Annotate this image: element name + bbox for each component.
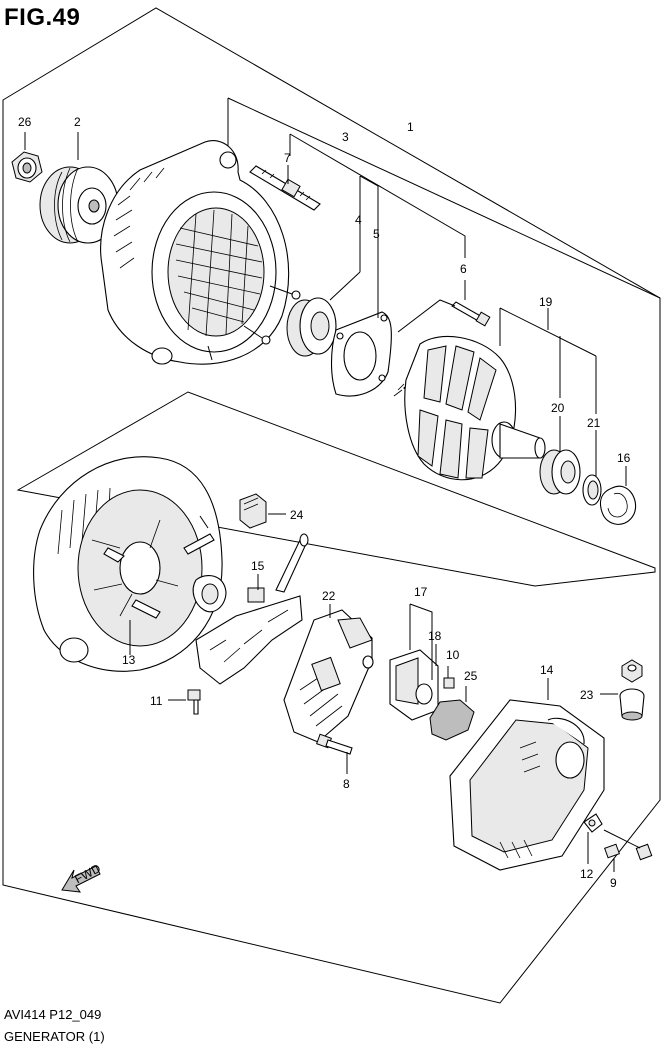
fwd-arrow-icon: FWD [61, 861, 103, 893]
leader-17 [409, 603, 433, 680]
callout-19: 19 [539, 295, 553, 309]
part-12-bracket [583, 813, 603, 833]
callout-25: 25 [464, 669, 478, 683]
fwd-label: FWD [72, 861, 103, 886]
callout-2: 2 [74, 115, 81, 129]
leader-5-group [359, 175, 379, 318]
callout-18: 18 [428, 629, 442, 643]
callout-17: 17 [414, 585, 428, 599]
callout-14: 14 [540, 663, 554, 677]
part-2-pulley [39, 166, 119, 244]
callout-24: 24 [290, 508, 304, 522]
callout-13: 13 [122, 653, 136, 667]
part-23-grommet [619, 659, 645, 721]
part-11-screw [187, 689, 201, 715]
part-25-cover [429, 699, 475, 741]
callout-15: 15 [251, 559, 265, 573]
part-10-screw [443, 677, 455, 689]
part-21-washer [582, 474, 602, 506]
part-9-screw [604, 843, 653, 861]
part-16-ring [599, 485, 636, 525]
part-7-stud-bolt [249, 165, 321, 211]
part-24-cap [239, 493, 267, 529]
callout-8: 8 [343, 777, 350, 791]
callout-20: 20 [551, 401, 565, 415]
callout-16: 16 [617, 451, 631, 465]
figure-title: FIG.49 [4, 4, 81, 31]
part-20-bearing [539, 449, 581, 495]
diagram-name: GENERATOR (1) [4, 1029, 105, 1044]
part-8-screw [316, 733, 353, 755]
leader-9 [603, 829, 641, 872]
part-4-bearing [286, 297, 337, 357]
leader-3 [289, 133, 466, 258]
callout-12: 12 [580, 867, 594, 881]
callout-10: 10 [446, 648, 460, 662]
callout-5: 5 [373, 227, 380, 241]
leader-6-bracket [397, 299, 456, 333]
callout-3: 3 [342, 130, 349, 144]
callout-21: 21 [587, 416, 601, 430]
subassembly-boundary [16, 391, 656, 587]
callout-11: 11 [150, 694, 163, 708]
part-17-brush-holder [389, 649, 439, 721]
callout-22: 22 [322, 589, 336, 603]
part-13-rear-frame [33, 456, 223, 672]
part-26-nut [11, 151, 43, 183]
part-5-retainer-plate [331, 311, 392, 397]
drive-end-frame [100, 140, 301, 365]
part-22-regulator [283, 609, 374, 743]
assembly-boundary [2, 7, 661, 1004]
callout-6: 6 [460, 262, 467, 276]
leader-4b [329, 271, 361, 301]
part-14-rear-cover [449, 699, 605, 871]
callout-1: 1 [407, 120, 414, 134]
callout-26: 26 [18, 115, 32, 129]
leader-19 [499, 307, 597, 414]
part-6-screw [451, 301, 491, 327]
diagram-code: AVI414 P12_049 [4, 1007, 102, 1022]
part-19-rotor [393, 335, 546, 481]
leader-1 [227, 97, 661, 299]
part-15-rectifier [192, 533, 309, 685]
callout-23: 23 [580, 688, 594, 702]
callout-7: 7 [284, 151, 291, 165]
callout-4: 4 [355, 213, 362, 227]
callout-9: 9 [610, 876, 617, 890]
